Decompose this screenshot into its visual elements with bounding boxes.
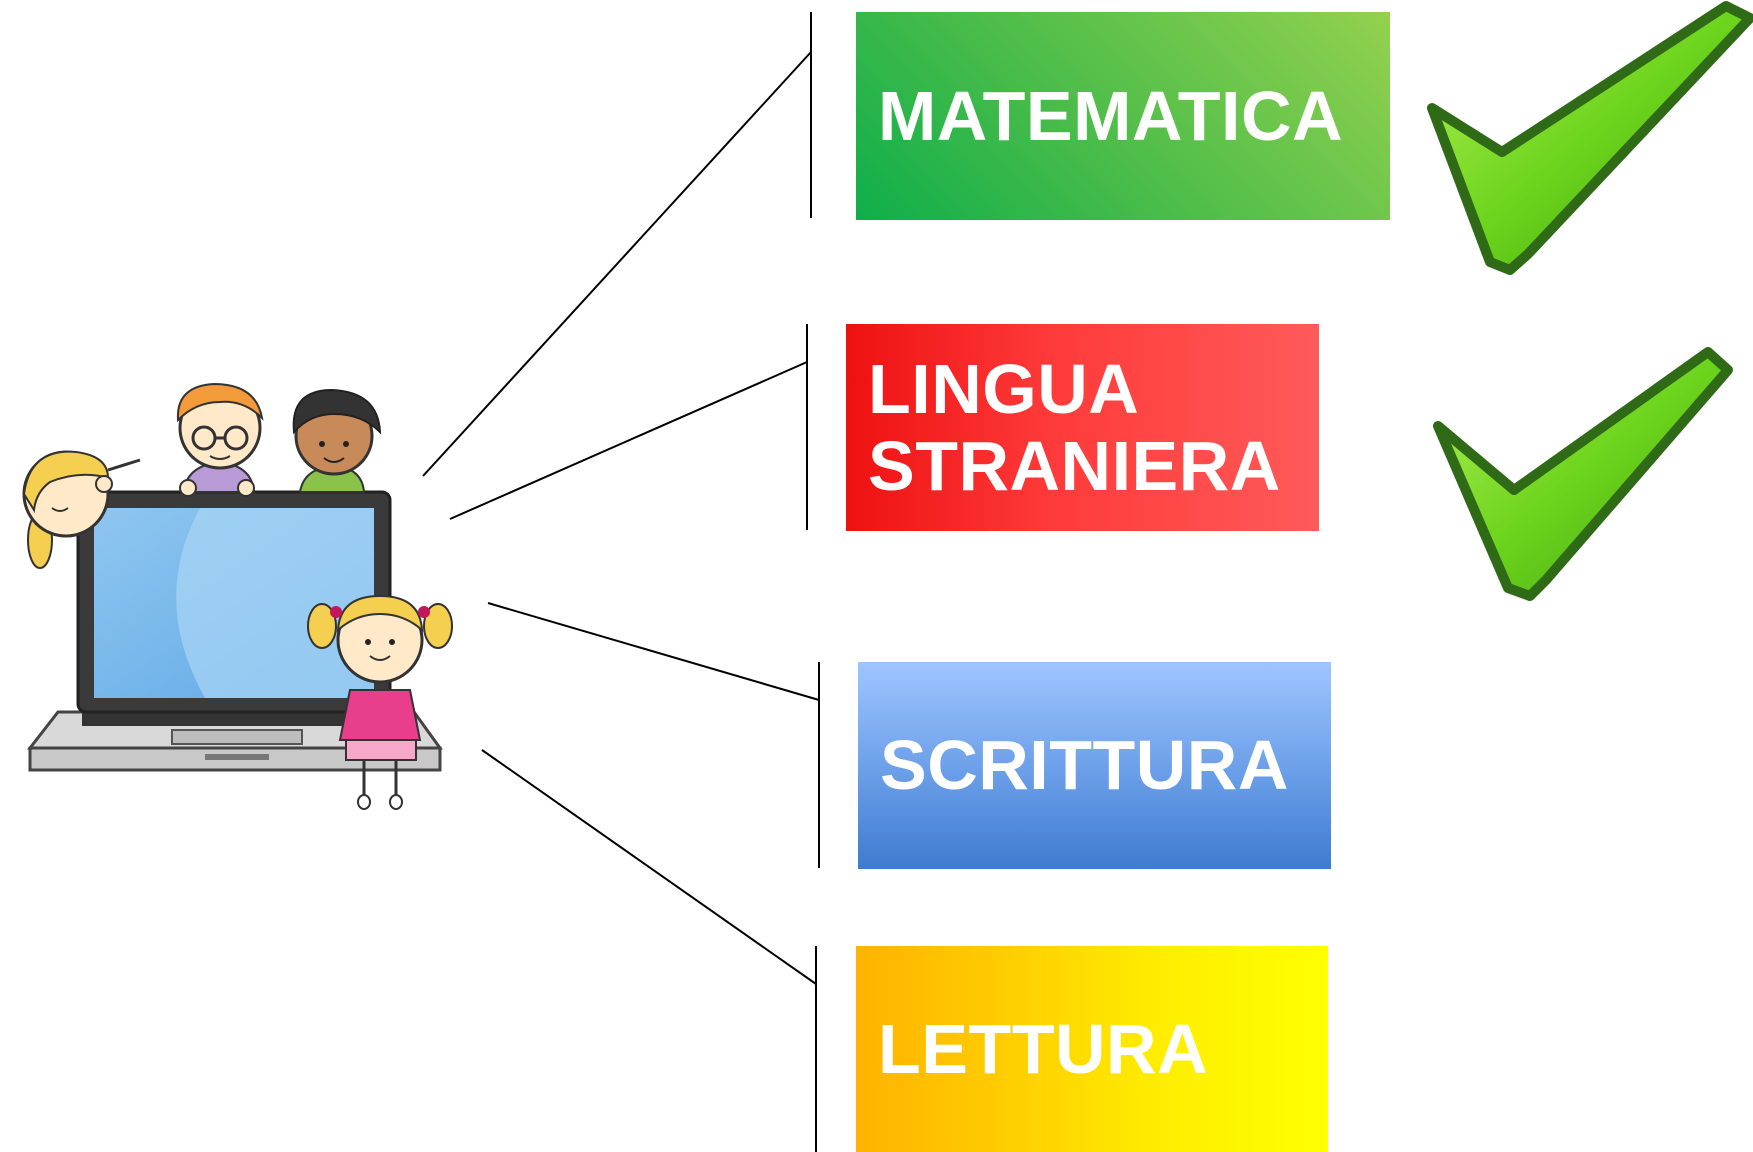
subject-label: SCRITTURA xyxy=(880,727,1289,804)
subject-box-matematica: MATEMATICA xyxy=(856,12,1390,220)
subject-label-line: STRANIERA xyxy=(868,426,1281,505)
subject-label-line: LINGUA xyxy=(868,349,1140,428)
subject-label-line: SCRITTURA xyxy=(880,726,1289,804)
child-dark-boy xyxy=(292,388,382,493)
laptop-touchpad xyxy=(171,729,303,745)
child-pigtail-girl xyxy=(307,594,453,810)
laptop-screen-glare xyxy=(176,508,374,698)
subject-label-line: MATEMATICA xyxy=(878,76,1344,155)
connector-lines xyxy=(422,12,820,1152)
subject-label: LINGUA STRANIERA xyxy=(868,349,1281,505)
subject-label: MATEMATICA xyxy=(878,76,1344,155)
subject-label: LETTURA xyxy=(878,1009,1209,1088)
connector-line-lingua xyxy=(449,361,808,520)
child-glasses-boy xyxy=(176,382,264,497)
children-laptop-illustration xyxy=(22,382,453,810)
green-checkmark-icon xyxy=(1427,1,1753,275)
subject-box-lingua-straniera: LINGUA STRANIERA xyxy=(846,324,1319,531)
child-left xyxy=(22,450,141,569)
subject-label-line: LETTURA xyxy=(878,1009,1209,1088)
connector-line-lettura xyxy=(481,749,817,985)
subject-box-lettura: LETTURA xyxy=(856,946,1328,1152)
connector-line-scrittura xyxy=(487,602,820,701)
green-checkmark-icon xyxy=(1433,347,1733,601)
subject-box-scrittura: SCRITTURA xyxy=(858,662,1331,869)
connector-line-matematica xyxy=(422,51,812,477)
laptop-hinge xyxy=(205,754,269,760)
